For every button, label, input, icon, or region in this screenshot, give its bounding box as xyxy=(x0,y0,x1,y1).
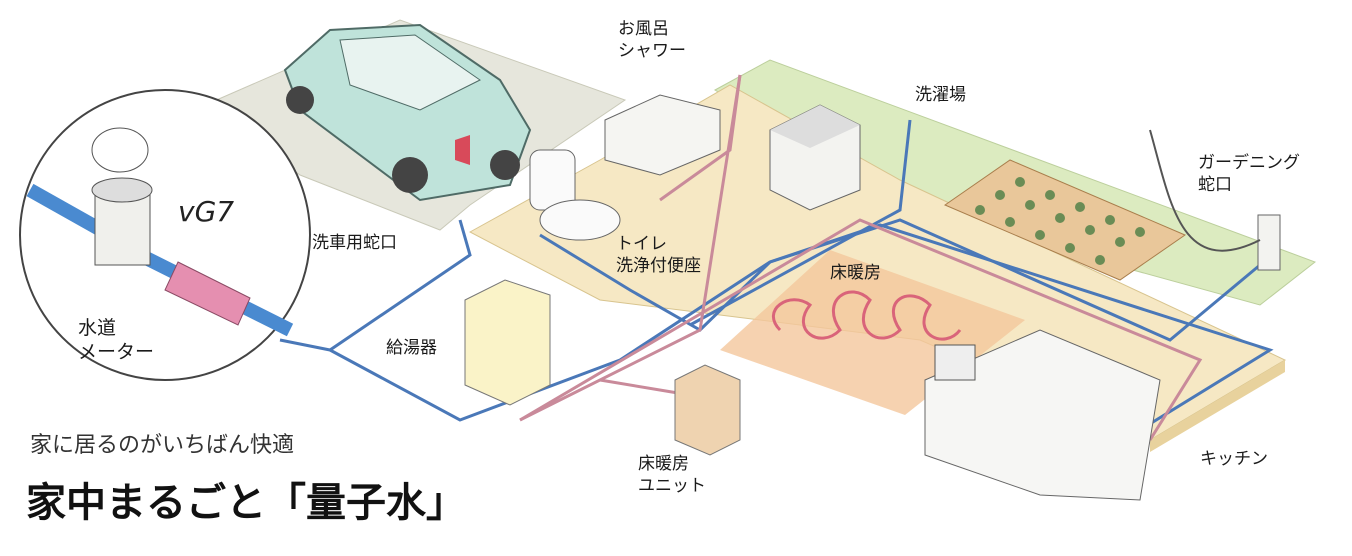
bathtub xyxy=(604,94,721,176)
label-line: 床暖房 xyxy=(638,454,689,474)
label-line: 蛇口 xyxy=(1198,175,1232,195)
headline-main: 家中まるごと「量子水」 xyxy=(26,479,466,526)
washing-machine xyxy=(769,104,861,211)
floor-edge xyxy=(1150,360,1285,452)
label-line: 洗浄付便座 xyxy=(616,256,701,276)
label-line: ユニット xyxy=(638,476,706,496)
water-meter-inset xyxy=(19,89,311,381)
label-line: ガーデニング xyxy=(1198,153,1300,173)
label-car-wash-faucet: 洗車用蛇口 xyxy=(312,233,397,253)
label-floor-heating: 床暖房 xyxy=(830,263,881,283)
label-line: シャワー xyxy=(618,41,686,61)
label-toilet: トイレ洗浄付便座 xyxy=(616,233,701,277)
garden-bed xyxy=(943,159,1187,281)
label-line: トイレ xyxy=(616,234,667,254)
garden-hose xyxy=(1149,129,1261,252)
heating-coil xyxy=(772,290,962,341)
car xyxy=(283,23,532,202)
headline-sub: 家に居るのがいちばん快適 xyxy=(30,433,295,458)
water-heater-box xyxy=(464,279,551,406)
floor-heating-unit-box xyxy=(674,364,741,456)
label-bath-shower: お風呂シャワー xyxy=(618,18,686,62)
kitchen-counter xyxy=(924,329,1161,501)
label-water-heater: 給湯器 xyxy=(386,338,437,358)
label-floor-heating-unit: 床暖房ユニット xyxy=(638,453,706,497)
label-line: お風呂 xyxy=(618,19,669,39)
toilet-drawing xyxy=(529,149,621,241)
label-water-meter: 水道メーター xyxy=(78,316,154,364)
label-line: 水道 xyxy=(78,317,117,339)
label-vg7: vG7 xyxy=(178,195,235,228)
plants xyxy=(975,177,1145,265)
label-line: メーター xyxy=(78,341,155,363)
pipes xyxy=(279,74,1274,441)
label-kitchen: キッチン xyxy=(1200,449,1268,469)
label-garden-faucet: ガーデニング蛇口 xyxy=(1198,152,1300,196)
garden-faucet-post xyxy=(1257,214,1281,271)
label-laundry: 洗濯場 xyxy=(915,85,966,105)
